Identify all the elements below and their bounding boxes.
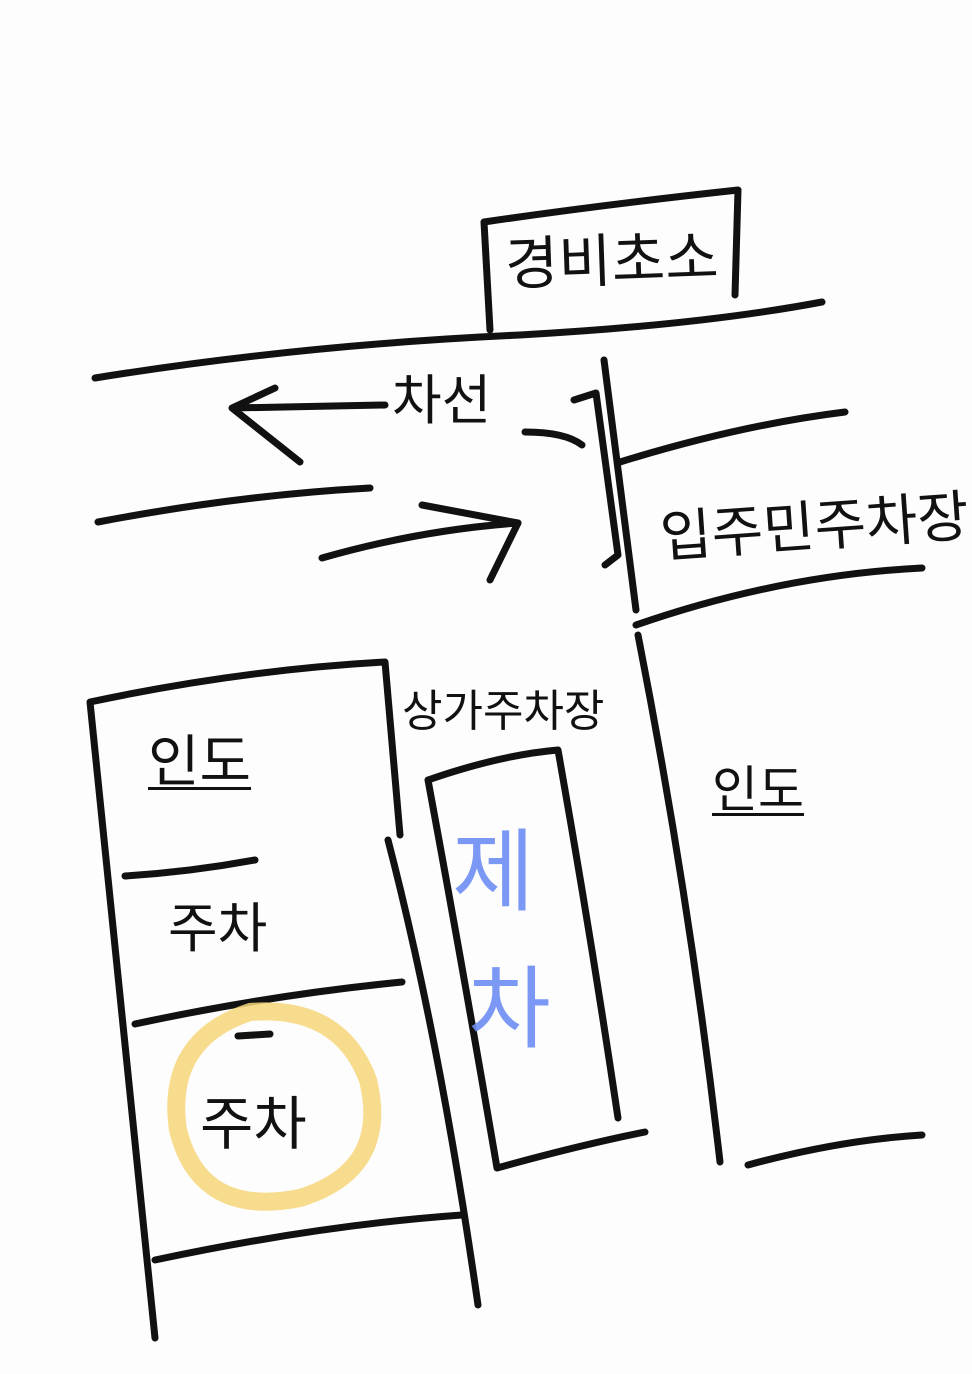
sidewalk-right-label: 인도 xyxy=(712,761,804,819)
excluded-mark-2: 차 xyxy=(468,957,551,1062)
resident-lot-line-top xyxy=(616,408,849,466)
sidewalk-right-edge xyxy=(634,631,724,1166)
parking-divider-2 xyxy=(131,978,406,1028)
parking-spot-label-1: 주차 xyxy=(168,897,268,960)
sidewalk-left-block xyxy=(86,658,404,1342)
parking-divider-1 xyxy=(121,856,259,880)
gate-barrier xyxy=(570,389,622,569)
store-parking-label: 상가주차장 xyxy=(402,686,605,737)
lane-divider xyxy=(521,428,586,449)
excluded-mark-1: 제 xyxy=(452,820,535,925)
highlight-circle xyxy=(167,1002,382,1211)
guard-booth-outline xyxy=(480,186,742,334)
arrow-right-icon xyxy=(318,519,522,584)
parking-divider-3 xyxy=(151,1211,466,1264)
arrow-left-icon xyxy=(228,384,389,466)
sidewalk-right-bottom xyxy=(744,1131,926,1169)
left-lane-edge xyxy=(384,836,482,1309)
sidewalk-left-label: 인도 xyxy=(148,730,252,795)
guard-post-label: 경비초소 xyxy=(503,223,720,299)
road-edge-bottom xyxy=(94,484,374,526)
store-lot-outline xyxy=(424,746,649,1172)
driving-lane-label: 차선 xyxy=(392,369,492,432)
road-edge-top xyxy=(91,298,826,382)
resident-lot-line-bottom xyxy=(632,564,926,629)
parking-spot-label-2: 주차 xyxy=(200,1090,307,1158)
